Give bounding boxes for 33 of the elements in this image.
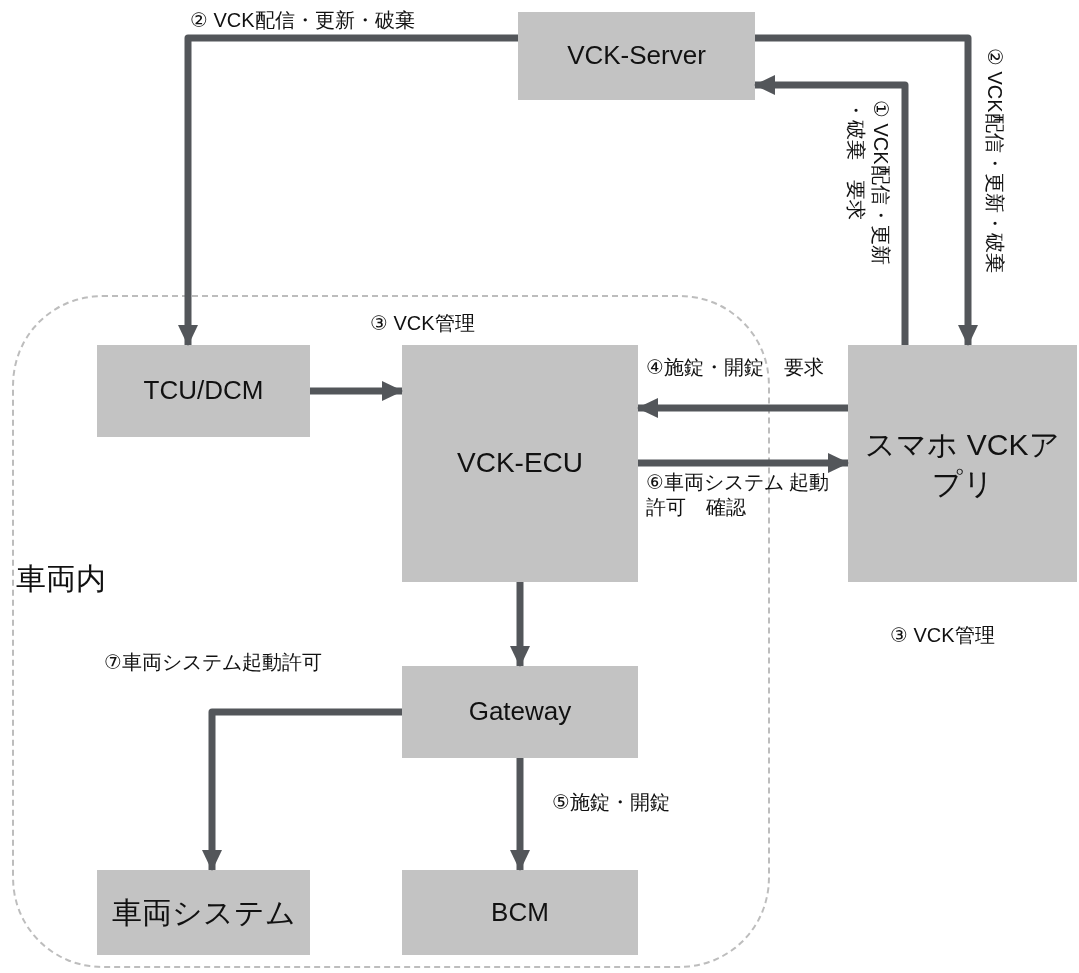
process-box bbox=[402, 345, 638, 582]
box-label: 車両システム bbox=[111, 895, 296, 931]
node-annotation: ③ VCK管理 bbox=[890, 623, 995, 648]
node-annotation: ③ VCK管理 bbox=[370, 311, 475, 336]
box-label: TCU/DCM bbox=[143, 374, 264, 408]
arrow bbox=[310, 381, 403, 401]
edge-label: ④施錠・開錠 要求 bbox=[646, 355, 825, 380]
arrow bbox=[754, 75, 909, 345]
arrow bbox=[755, 34, 978, 346]
edge-label: ② VCK配信・更新・破棄 bbox=[983, 48, 1007, 275]
box-label: VCK-Server bbox=[567, 39, 706, 73]
arrow bbox=[510, 582, 530, 667]
box-label: Gateway bbox=[468, 695, 572, 729]
arrow bbox=[178, 34, 518, 346]
process-box bbox=[97, 345, 310, 437]
edge-label: ⑤施錠・開錠 bbox=[552, 790, 671, 815]
process-box bbox=[518, 12, 755, 100]
process-box bbox=[848, 345, 1077, 582]
region-heading: 車両内 bbox=[16, 561, 106, 597]
edge-label: ① VCK配信・更新・破棄 要求 bbox=[844, 100, 893, 267]
process-box bbox=[402, 666, 638, 758]
box-label: VCK-ECU bbox=[457, 446, 583, 481]
box-label: BCM bbox=[491, 895, 549, 929]
arrow bbox=[637, 398, 848, 418]
edge-label: ⑥車両システム 起動許可 確認 bbox=[646, 470, 831, 520]
box-label: スマホ VCKアプリ bbox=[864, 426, 1061, 502]
arrow bbox=[638, 453, 849, 473]
arrow bbox=[510, 758, 530, 871]
arrow bbox=[202, 708, 402, 871]
process-box bbox=[97, 870, 310, 955]
edge-label: ⑦車両システム起動許可 bbox=[104, 650, 323, 675]
process-box bbox=[402, 870, 638, 955]
edge-label: ② VCK配信・更新・破棄 bbox=[190, 8, 416, 33]
